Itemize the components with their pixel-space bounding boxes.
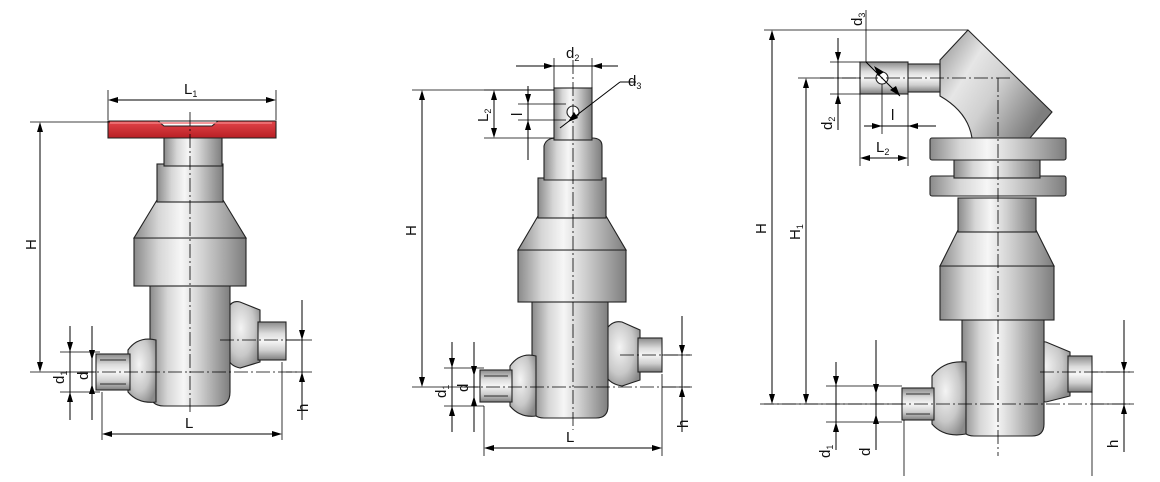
label-H: H xyxy=(23,239,40,250)
outlet-boss xyxy=(227,301,287,369)
angled-head xyxy=(939,29,1053,139)
label-h: h xyxy=(1105,440,1122,448)
bonnet xyxy=(939,265,1055,321)
label-H1: H1 xyxy=(787,224,805,240)
label-d: d xyxy=(75,372,92,380)
label-L2: L2 xyxy=(475,109,493,122)
valve-body xyxy=(961,315,1045,437)
label-L1: L1 xyxy=(184,81,197,99)
bonnet-taper xyxy=(517,215,627,251)
label-l: l xyxy=(891,107,894,124)
yoke xyxy=(537,177,607,219)
inlet-boss xyxy=(95,338,157,403)
label-d3: d3 xyxy=(849,13,867,26)
inlet-boss xyxy=(931,361,967,436)
outlet-boss xyxy=(605,321,641,387)
label-d2: d2 xyxy=(566,45,579,63)
label-d: d xyxy=(857,448,874,456)
figure-valve-handwheel: L1 H d1 d L h xyxy=(23,81,312,440)
valve-body xyxy=(531,295,609,419)
bonnet-taper xyxy=(939,229,1055,267)
inlet-boss xyxy=(509,354,537,417)
figure-valve-angled-extension: d3 d2 l L2 H H1 d1 d h xyxy=(753,10,1134,476)
label-d: d xyxy=(455,384,472,392)
label-H: H xyxy=(403,225,420,236)
label-H: H xyxy=(753,223,770,234)
label-d2: d2 xyxy=(819,117,837,130)
label-h: h xyxy=(675,420,692,428)
figure-valve-stem: d2 d3 L2 l H d1 d L h xyxy=(403,45,692,456)
label-l: l xyxy=(509,113,526,116)
bonnet xyxy=(517,249,627,303)
label-d1: d1 xyxy=(433,385,451,398)
stem-sleeve xyxy=(163,133,223,167)
label-L2: L2 xyxy=(876,139,889,157)
label-d1: d1 xyxy=(817,445,835,458)
label-h: h xyxy=(295,404,312,412)
yoke xyxy=(957,197,1037,233)
handwheel xyxy=(107,120,277,139)
flange-neck xyxy=(953,157,1041,179)
label-d3: d3 xyxy=(628,73,641,91)
label-d1: d1 xyxy=(51,371,69,384)
label-L: L xyxy=(566,429,574,446)
label-L: L xyxy=(185,415,193,432)
